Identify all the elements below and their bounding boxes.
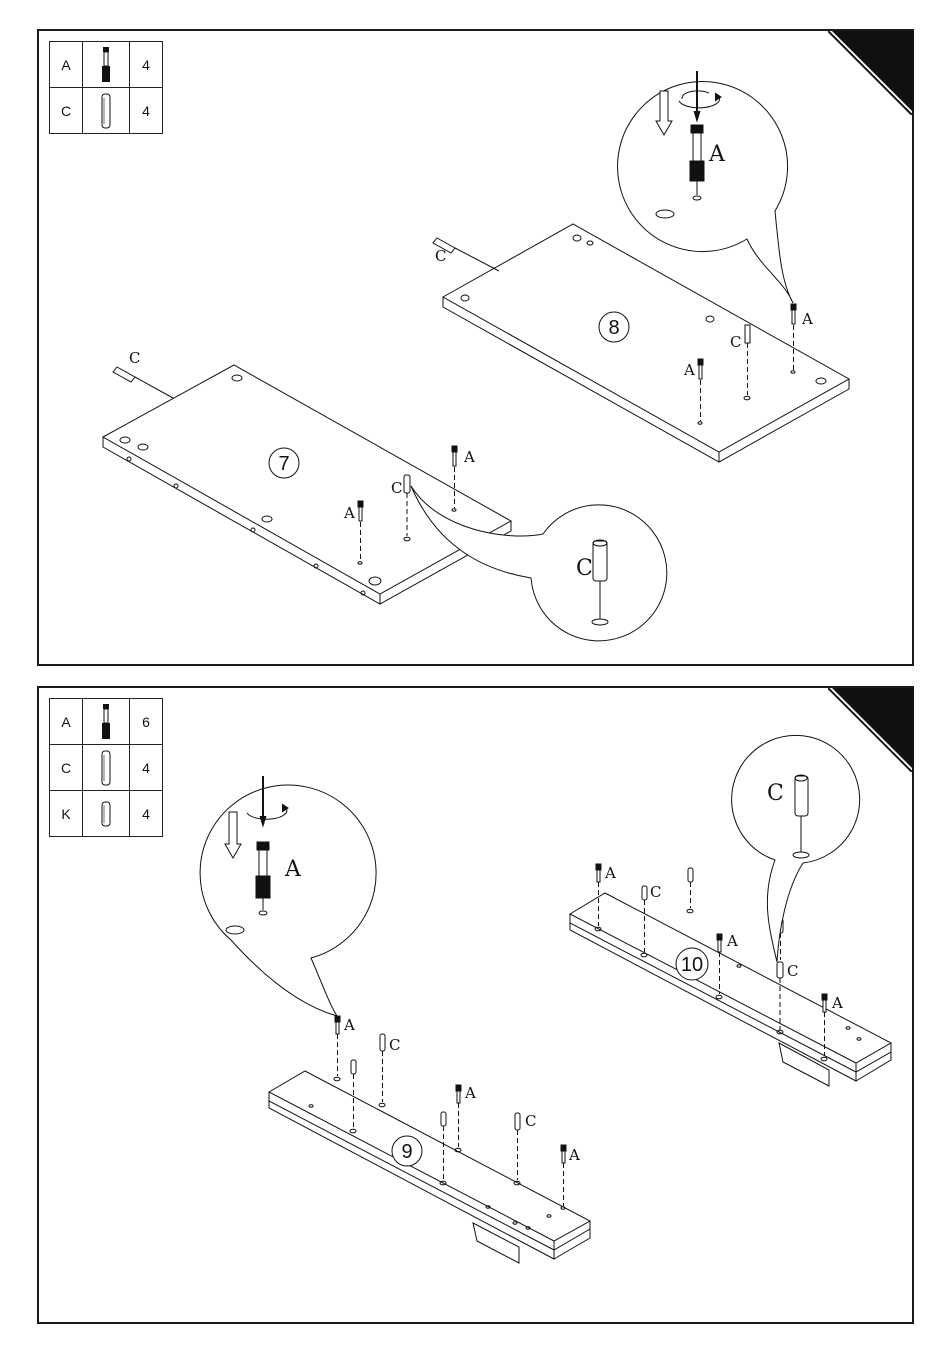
board-9 <box>269 1071 590 1263</box>
dowel-c-board-9-1 <box>379 1034 385 1107</box>
dowel-c-board-9-2 <box>514 1113 520 1185</box>
assembly-drawing-bottom: 9 10 A C A C A A C A C A A C <box>39 688 912 1322</box>
step-number-8: 8 <box>599 312 629 342</box>
part-label-c: C <box>129 349 140 367</box>
part-label-c: C <box>389 1036 400 1054</box>
part-label-a: A <box>683 361 695 379</box>
svg-text:9: 9 <box>401 1141 412 1163</box>
dowel-k-board-10-1 <box>687 868 693 913</box>
part-label-a: A <box>343 1016 355 1034</box>
part-label-a: A <box>343 504 355 522</box>
assembly-step-panel-top: A 4 C 4 <box>37 29 914 666</box>
svg-text:10: 10 <box>681 954 703 976</box>
part-label-c: C <box>435 247 446 265</box>
cam-bolt-a-board-9-2 <box>455 1085 461 1152</box>
svg-text:7: 7 <box>278 453 289 475</box>
dowel-c-board-7-end <box>113 367 173 398</box>
svg-text:8: 8 <box>608 317 619 339</box>
board-10 <box>570 893 891 1086</box>
part-label-a: A <box>831 994 843 1012</box>
part-label-a: A <box>463 448 475 466</box>
step-number-9: 9 <box>392 1136 422 1166</box>
part-label-c: C <box>576 556 593 581</box>
part-label-a: A <box>284 857 302 882</box>
part-label-c: C <box>650 883 661 901</box>
callout-cam-bolt-detail <box>200 776 376 1016</box>
assembly-step-panel-bottom: A 6 C 4 K <box>37 686 914 1324</box>
part-label-c: C <box>787 962 798 980</box>
step-number-7: 7 <box>269 448 299 478</box>
part-label-c: C <box>391 479 402 497</box>
callout-dowel-detail <box>732 735 860 962</box>
board-8 <box>443 224 849 462</box>
part-label-a: A <box>708 142 726 167</box>
part-label-a: A <box>604 864 616 882</box>
part-label-c: C <box>525 1112 536 1130</box>
part-label-a: A <box>464 1084 476 1102</box>
part-label-a: A <box>801 310 813 328</box>
part-label-a: A <box>568 1146 580 1164</box>
part-label-c: C <box>730 333 741 351</box>
step-number-10: 10 <box>676 948 708 980</box>
cam-bolt-a-board-9-3 <box>561 1145 566 1209</box>
part-label-c: C <box>767 781 784 806</box>
board-7 <box>103 365 511 604</box>
assembly-drawing-top: 8 7 C C A C A A C A A C <box>39 31 912 664</box>
cam-bolt-a-board-9-1 <box>334 1016 340 1081</box>
part-label-a: A <box>726 932 738 950</box>
